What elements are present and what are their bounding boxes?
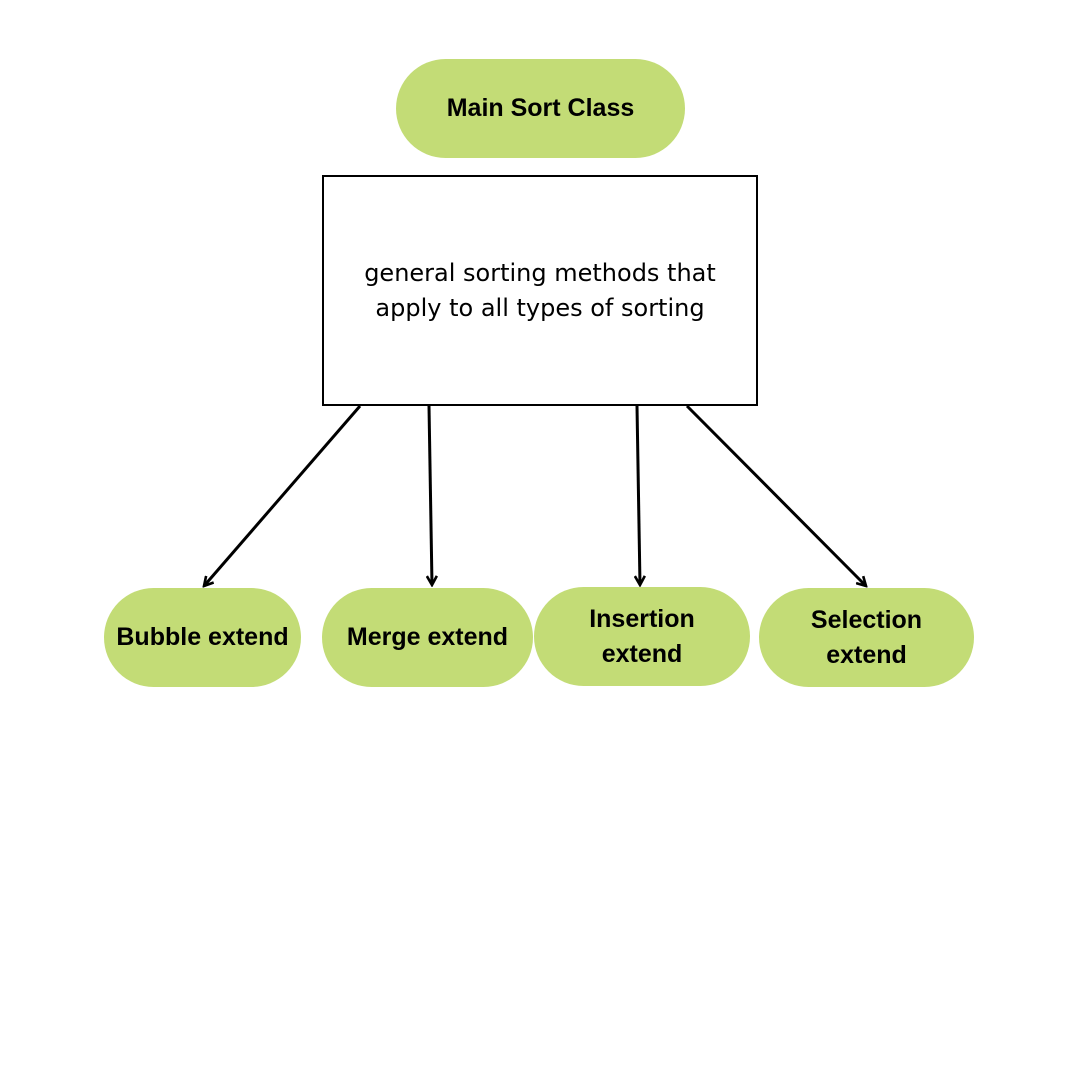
base-class-description-box: general sorting methods that apply to al… [322,175,758,406]
main-sort-class-node: Main Sort Class [396,59,685,158]
arrow-to-insertion [637,405,640,585]
insertion-extend-label: Insertion extend [589,604,695,668]
arrow-to-merge [429,405,432,585]
bubble-extend-label: Bubble extend [116,623,289,651]
insertion-extend-node: Insertion extend [534,587,750,686]
main-sort-class-label: Main Sort Class [446,94,635,122]
base-class-description-text: general sorting methods that apply to al… [364,258,716,322]
merge-extend-label: Merge extend [346,623,509,651]
arrow-to-selection [685,404,866,586]
bubble-extend-node: Bubble extend [104,588,301,687]
selection-extend-label: Selection extend [810,605,923,669]
merge-extend-node: Merge extend [322,588,533,687]
arrow-to-bubble [204,405,362,586]
selection-extend-node: Selection extend [759,588,974,687]
